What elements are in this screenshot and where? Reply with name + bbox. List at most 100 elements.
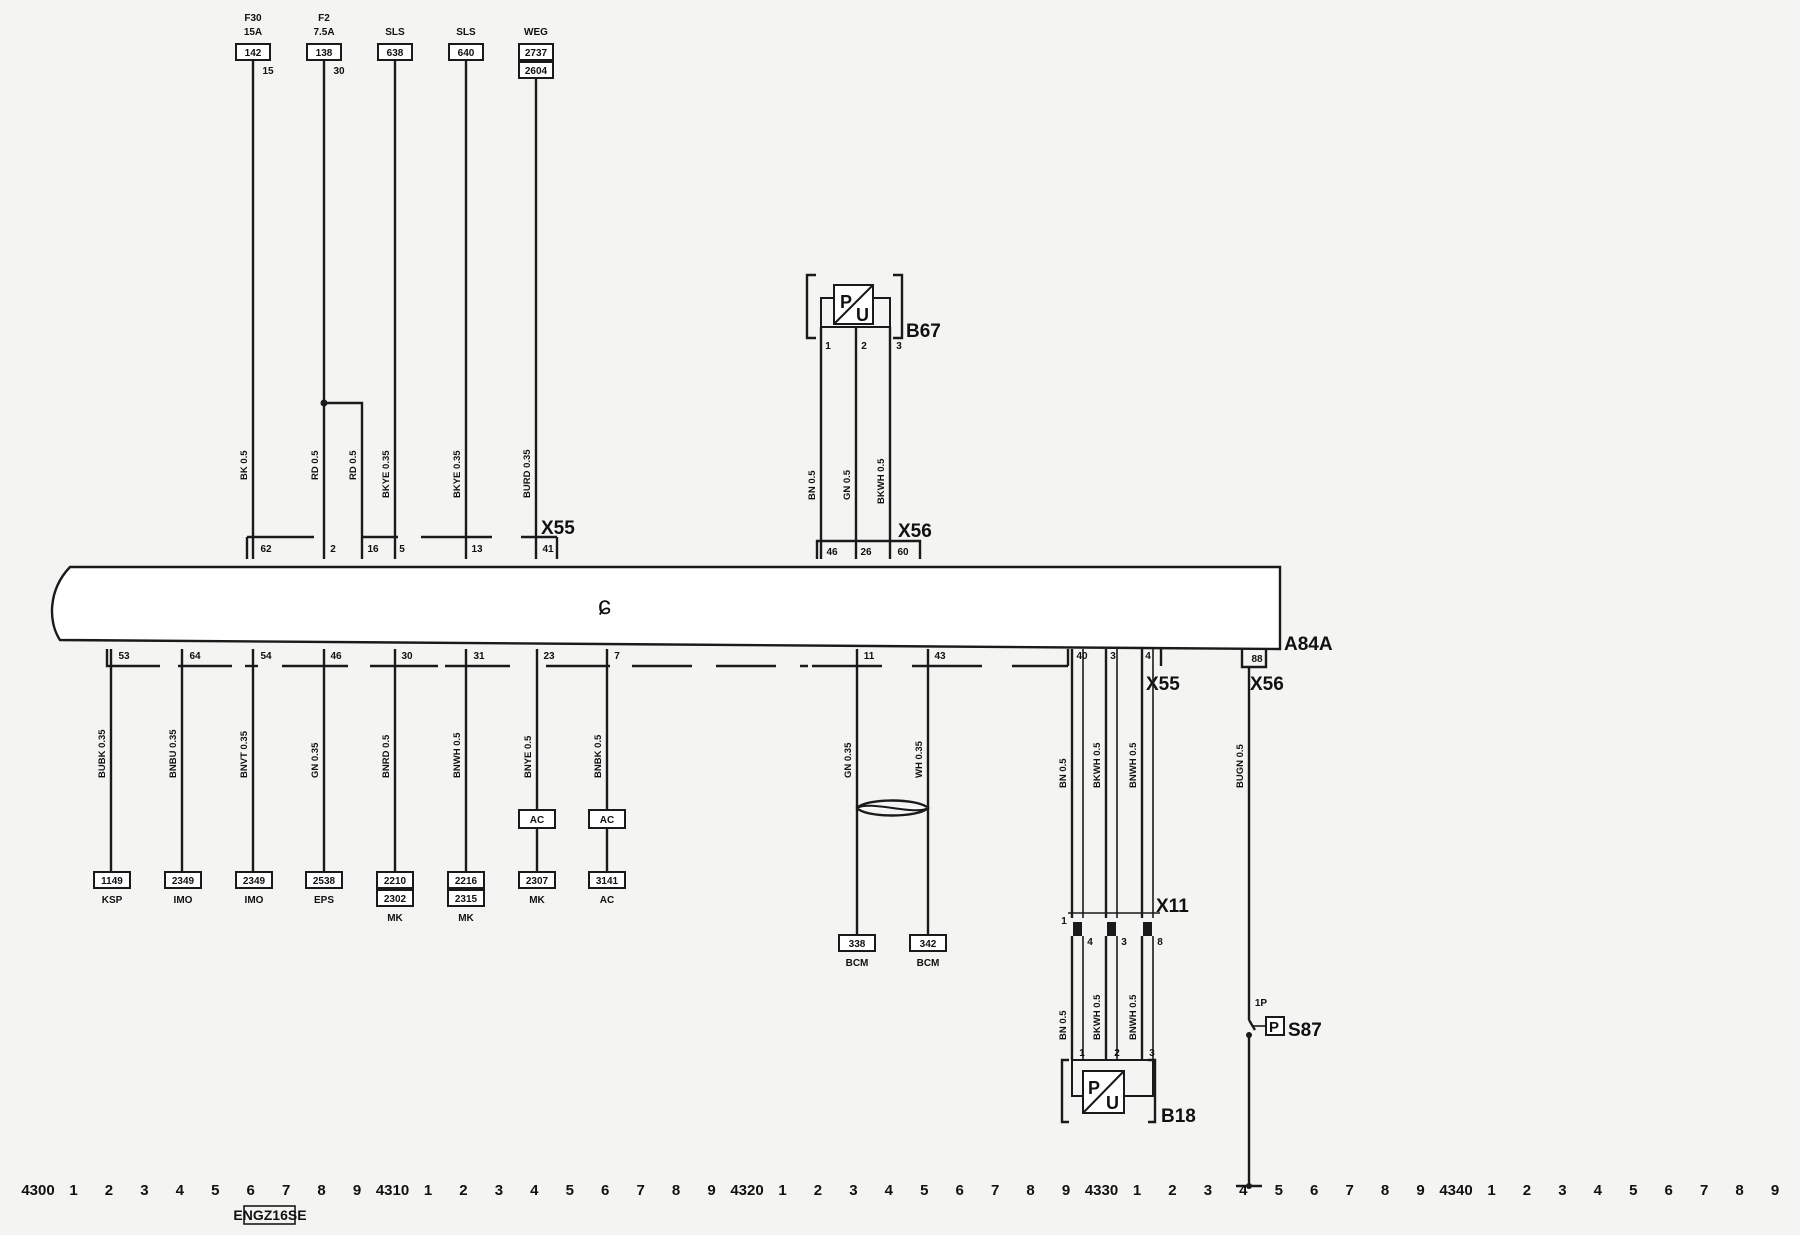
ref-box xyxy=(588,871,626,889)
connector-pin: 26 xyxy=(860,547,872,558)
wire-color-label: GN 0.35 xyxy=(843,742,854,778)
ref-label: 638 xyxy=(387,48,404,59)
dest-label: MK xyxy=(387,913,403,924)
ref-label: 2216 xyxy=(455,876,478,887)
dest-label: BCM xyxy=(846,958,869,969)
grid-number: 4330 xyxy=(1085,1182,1118,1199)
ac-box xyxy=(588,809,626,829)
grid-number: 9 xyxy=(1062,1182,1070,1199)
sensor-label: B67 xyxy=(906,321,941,342)
grid-number: 7 xyxy=(637,1182,645,1199)
dest-label: BCM xyxy=(917,958,940,969)
switch-contact xyxy=(1247,1019,1257,1031)
grid-number: 8 xyxy=(1735,1182,1743,1199)
grid-number: 7 xyxy=(991,1182,999,1199)
pin-3: 3 xyxy=(896,341,902,352)
connector-pin: 13 xyxy=(471,544,483,555)
wire-color-label: BNWH 0.5 xyxy=(452,732,463,778)
ref-box xyxy=(909,934,947,952)
bracket-right xyxy=(893,273,904,340)
wire-color-label: BUBK 0.35 xyxy=(97,729,108,778)
fuse-label: SLS xyxy=(385,27,405,38)
ref-box-2 xyxy=(376,889,414,907)
grid-number: 6 xyxy=(1310,1182,1318,1199)
connector-pin: 54 xyxy=(260,651,272,662)
wire-color-label: BK 0.5 xyxy=(239,450,250,480)
connector-pin: 43 xyxy=(934,651,946,662)
bcm-twisted-pair: 11 43 GN 0.35 WH 0.35 338 342 BCM BCM xyxy=(838,649,947,969)
bottom-left-connector xyxy=(105,649,1068,668)
sensor-pin: 1 xyxy=(1079,1048,1085,1059)
x11-pin-block xyxy=(1073,922,1082,936)
grid-number: 2 xyxy=(105,1182,113,1199)
grid-number: 3 xyxy=(849,1182,857,1199)
connector-pin: 2 xyxy=(330,544,336,555)
switch-label: 1P xyxy=(1255,998,1268,1009)
connector-pin: 46 xyxy=(330,651,342,662)
connector-x56-bottom xyxy=(1240,649,1268,669)
wire-color-label: BURD 0.35 xyxy=(522,449,533,498)
wire-color-label: BNWH 0.5 xyxy=(1128,742,1139,788)
connector-label: X56 xyxy=(898,521,932,542)
dest-label: IMO xyxy=(174,895,193,906)
ac-label: AC xyxy=(600,815,614,826)
grid-number: 4 xyxy=(1594,1182,1603,1199)
ref-box xyxy=(447,871,485,889)
branch-color-label: RD 0.5 xyxy=(348,450,359,480)
connector-x56-top xyxy=(815,539,922,559)
connector-pin: 60 xyxy=(897,547,909,558)
bottom-wire-imo-2: 54 BNVT 0.35 2349 IMO xyxy=(235,649,273,906)
dest-label: IMO xyxy=(245,895,264,906)
sensor-b67: P U B67 1 2 3 BN 0.5 GN 0.5 BKWH 0.5 46 … xyxy=(805,273,941,559)
wire-color-label: BUGN 0.5 xyxy=(1235,743,1246,788)
wire-color-label: GN 0.5 xyxy=(842,469,853,500)
wire-color-label: BKWH 0.5 xyxy=(876,458,887,504)
grid-number: 9 xyxy=(1416,1182,1424,1199)
grid-number: 9 xyxy=(707,1182,715,1199)
dest-label: EPS xyxy=(314,895,334,906)
symbol-u: U xyxy=(856,305,869,325)
diagonal xyxy=(833,284,874,325)
x11-pin: 8 xyxy=(1157,937,1163,948)
ref-label: 2349 xyxy=(172,876,195,887)
diagonal xyxy=(1082,1070,1125,1114)
symbol-p: P xyxy=(1088,1078,1100,1098)
grid-number: 5 xyxy=(920,1182,928,1199)
connector-label: X55 xyxy=(541,518,575,539)
fuse-label: SLS xyxy=(456,27,476,38)
ac-label: AC xyxy=(530,815,544,826)
ref-label: 2349 xyxy=(243,876,266,887)
x11-pin: 3 xyxy=(1121,937,1127,948)
grid-number: 1 xyxy=(778,1182,786,1199)
switch-name: S87 xyxy=(1288,1020,1322,1041)
connector-pin: 16 xyxy=(367,544,379,555)
bottom-wire-ac: 7 BNBK 0.5 AC 3141 AC xyxy=(588,649,626,906)
wire-color-label: BN 0.5 xyxy=(807,470,818,500)
connector-pin: 62 xyxy=(260,544,272,555)
fuse-label: F2 xyxy=(318,13,330,24)
pin-label: 15 xyxy=(262,66,274,77)
ref-label: 2210 xyxy=(384,876,407,887)
top-wire-f2: F2 7.5A 138 30 RD 0.5 RD 0.5 2 16 xyxy=(306,13,379,559)
ref-label: 342 xyxy=(920,939,937,950)
module-a84a: ɕ A84A xyxy=(50,565,1333,655)
bottom-wire-mk-3: 23 BNYE 0.5 AC 2307 MK xyxy=(518,649,556,906)
connector-pin: 11 xyxy=(864,651,875,662)
grid-number: 9 xyxy=(353,1182,361,1199)
connector-pin: 4 xyxy=(1145,651,1151,662)
dest-label: AC xyxy=(600,895,614,906)
ref-label: 2538 xyxy=(313,876,336,887)
sensor-pin: 3 xyxy=(1149,1048,1155,1059)
twist-cross xyxy=(856,804,929,812)
grid-number: 4300 xyxy=(21,1182,54,1199)
ref-label: 142 xyxy=(245,48,262,59)
bottom-wire-ksp: 53 BUBK 0.35 1149 KSP xyxy=(93,649,131,906)
connector-pin: 41 xyxy=(542,544,554,555)
top-wire-weg: WEG 2737 2604 BURD 0.35 41 xyxy=(518,27,554,559)
x11-pin: 4 xyxy=(1087,937,1093,948)
grid-number: 4 xyxy=(1239,1182,1248,1199)
fuse-rating: 7.5A xyxy=(313,27,334,38)
ground-dot xyxy=(1246,1183,1252,1189)
grid-number: 4 xyxy=(176,1182,185,1199)
wire-color-label: GN 0.35 xyxy=(310,742,321,778)
